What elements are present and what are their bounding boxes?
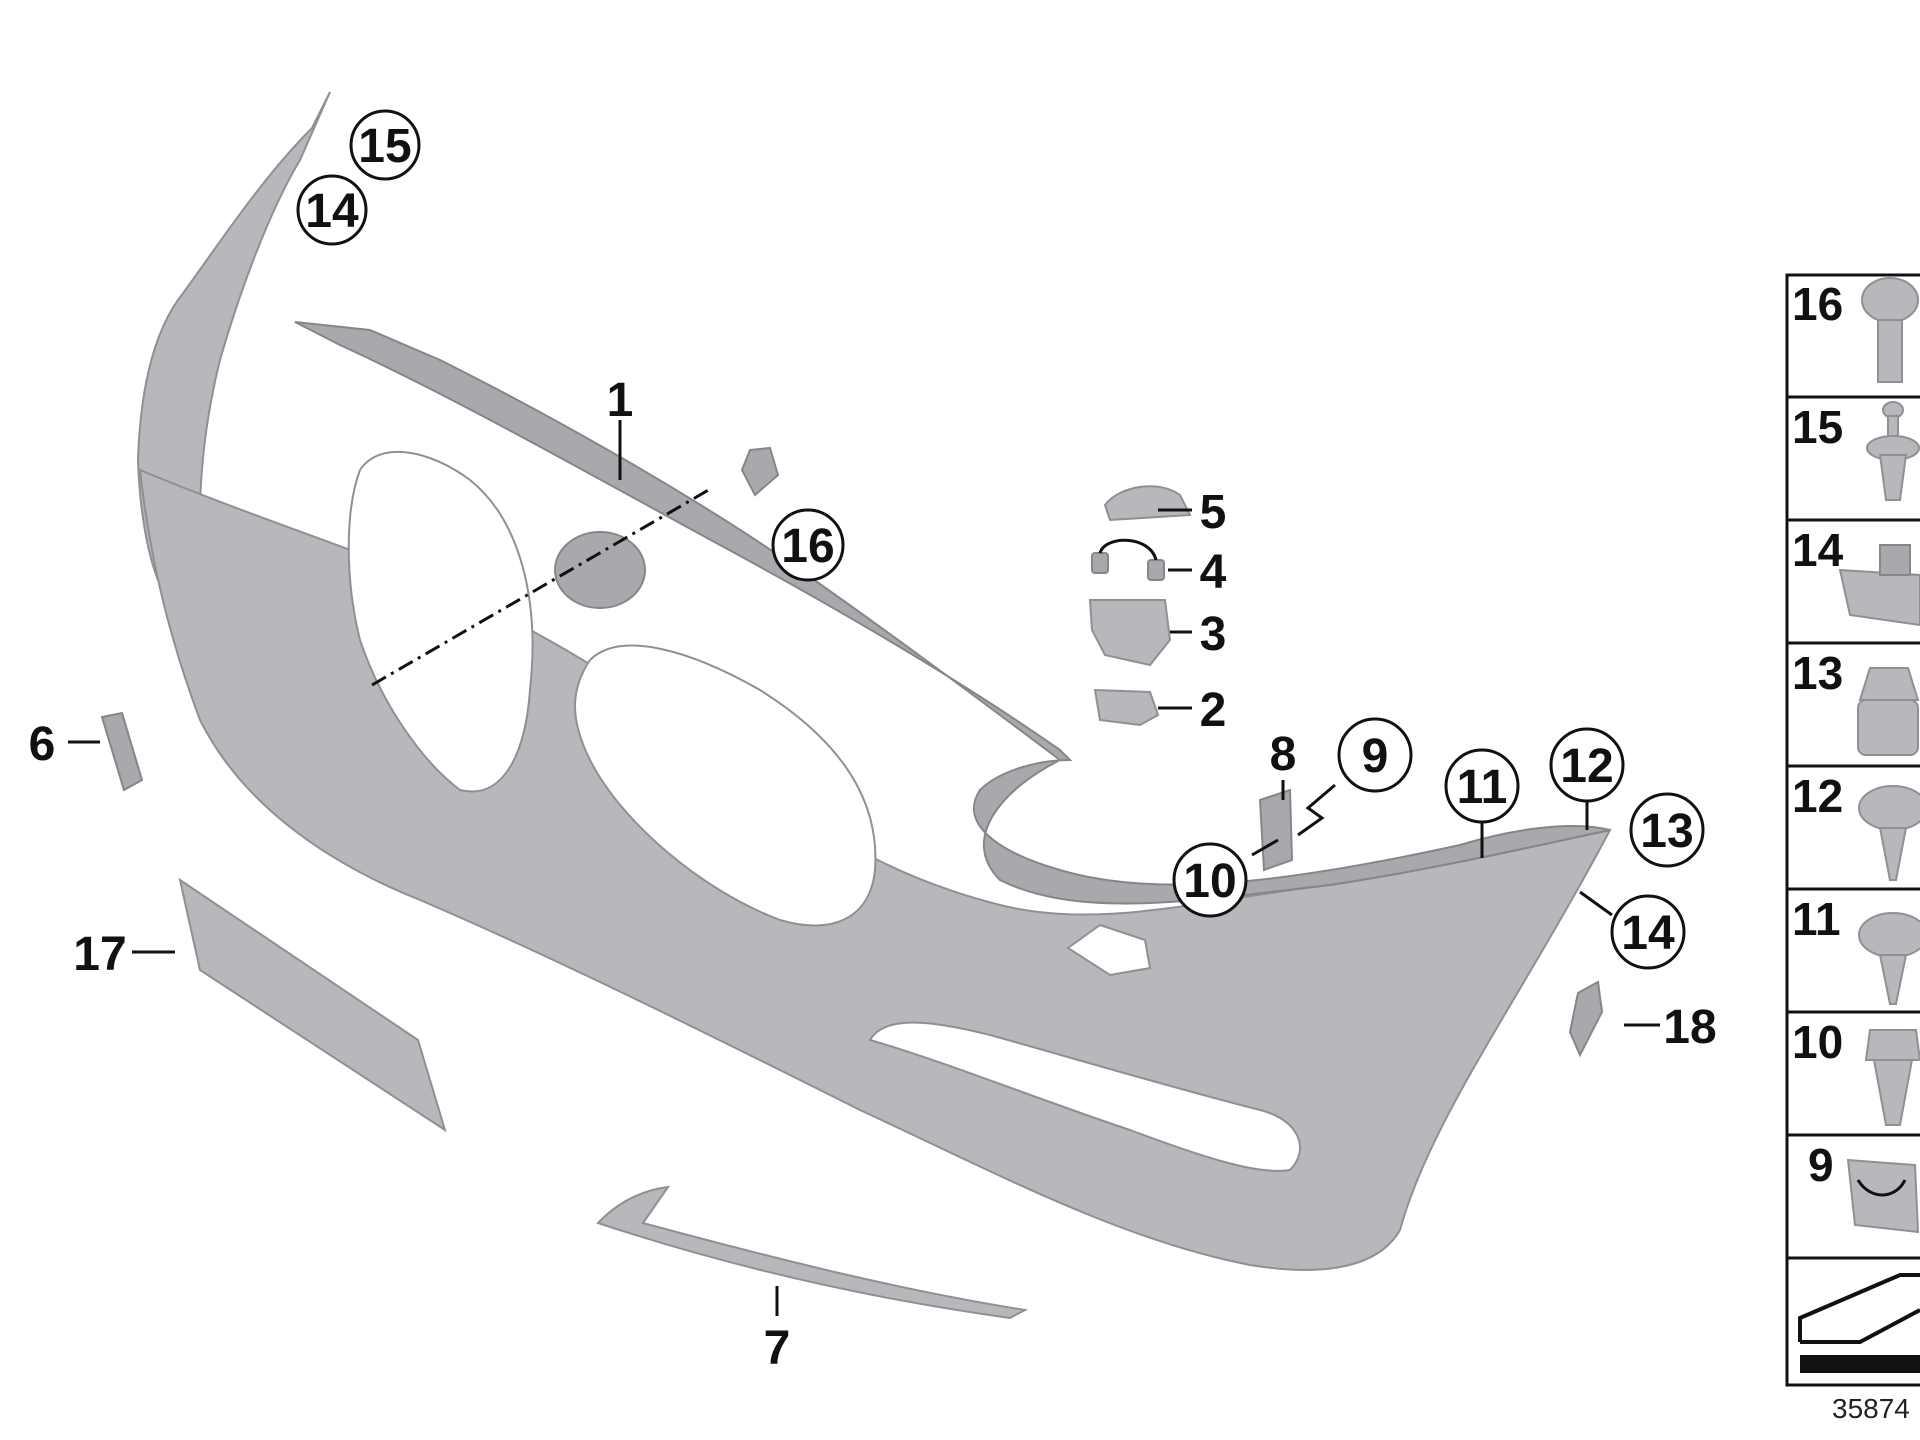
callout-10: 10 [1183, 855, 1236, 908]
callout-2: 2 [1200, 684, 1227, 737]
callout-14-left: 14 [305, 185, 359, 238]
legend-label-13: 13 [1792, 647, 1843, 699]
callout-rings [296, 109, 1705, 970]
callout-14-right: 14 [1621, 907, 1675, 960]
cover-small [100, 711, 144, 792]
direction-arrow-icon [1798, 1273, 1920, 1373]
legend-label-15: 15 [1792, 401, 1843, 453]
legend-label-11: 11 [1792, 893, 1841, 945]
push-clip-icon-12 [1858, 785, 1920, 881]
license-plate-base [178, 877, 447, 1133]
side-bracket [1568, 980, 1604, 1058]
expansion-nut-icon [1857, 667, 1920, 756]
callout-7: 7 [764, 1322, 791, 1375]
drawing-number: 35874 [1832, 1393, 1910, 1424]
emblem-mount [554, 531, 646, 609]
callout-13: 13 [1640, 805, 1693, 858]
trim-strip [596, 1185, 1029, 1320]
callout-6: 6 [29, 718, 56, 771]
bracket-clip [1091, 538, 1165, 581]
nozzle-holder [1088, 599, 1172, 667]
legend-label-14: 14 [1792, 524, 1844, 576]
bumper-left-arm [136, 91, 331, 592]
callout-12: 12 [1560, 740, 1613, 793]
lower-intake [868, 1021, 1301, 1172]
callout-4: 4 [1200, 546, 1227, 599]
spring-clip-icon [1846, 1158, 1920, 1234]
bracket-part [740, 446, 780, 497]
callout-11: 11 [1457, 761, 1508, 814]
clip-nut-icon [1838, 544, 1920, 627]
callout-18: 18 [1663, 1001, 1716, 1054]
callout-16: 16 [781, 520, 834, 573]
callout-1: 1 [607, 374, 634, 427]
tow-eye-opening [1066, 923, 1152, 977]
callout-3: 3 [1200, 608, 1227, 661]
fastener-legend: 16 15 14 13 12 11 10 9 [1785, 273, 1920, 1387]
nozzle-insert [1093, 688, 1160, 727]
push-clip-icon-11 [1858, 912, 1920, 1005]
bumper-assembly [136, 91, 1612, 1271]
screw-icon [1861, 277, 1919, 383]
callout-17: 17 [73, 928, 126, 981]
legend-label-12: 12 [1792, 770, 1843, 822]
bumper-upper-deck [294, 321, 1611, 905]
legend-label-10: 10 [1792, 1016, 1843, 1068]
legend-label-16: 16 [1792, 278, 1843, 330]
screw-icon-10 [1864, 1029, 1920, 1126]
cover-part [1258, 788, 1294, 872]
alignment-line [371, 486, 713, 687]
legend-label-9: 9 [1808, 1139, 1834, 1191]
rivet-icon [1866, 401, 1920, 501]
callout-5: 5 [1200, 486, 1227, 539]
callout-9: 9 [1362, 730, 1389, 783]
callout-8: 8 [1270, 728, 1297, 781]
grille-opening-right [574, 644, 877, 927]
grille-opening-left [347, 450, 534, 793]
washer-cap [1103, 485, 1192, 522]
callout-15: 15 [358, 120, 411, 173]
leader-lines [68, 420, 1660, 1316]
